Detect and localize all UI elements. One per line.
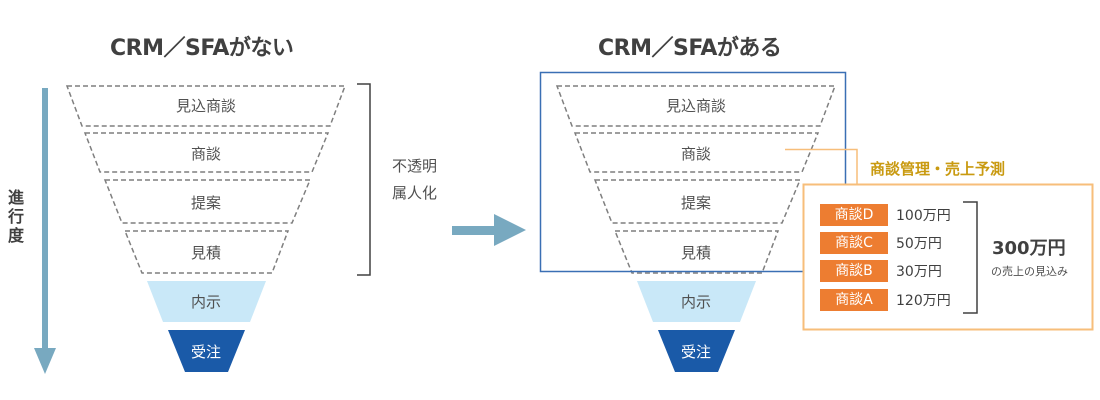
right-stage-label-estimate: 見積: [680, 244, 711, 262]
right-funnel-stage-prospect: [555, 85, 837, 127]
left-stage-label-estimate: 見積: [190, 244, 221, 262]
deal-row: 商談B 30万円: [820, 260, 942, 282]
arrow-right-icon: [452, 214, 526, 246]
left-funnel-stage-estimate: [123, 230, 290, 274]
deal-amount: 50万円: [896, 236, 942, 252]
deal-amount: 100万円: [896, 208, 951, 224]
progress-arrow-down-icon: [34, 88, 56, 374]
right-funnel: [555, 85, 837, 372]
right-panel-title: CRM／SFAがある: [598, 36, 782, 61]
deals-bracket: [963, 201, 978, 314]
left-funnel-stage-informal-order: [147, 281, 266, 322]
right-stage-label-prospect: 見込商談: [665, 97, 726, 115]
left-stage-label-prospect: 見込商談: [175, 97, 236, 115]
progress-axis-label: 進行度: [7, 188, 24, 245]
bracket-note-line-person-dependent: 属人化: [392, 184, 438, 202]
deal-row: 商談C 50万円: [820, 232, 942, 254]
callout-connector: [785, 148, 858, 184]
left-stage-label-order: 受注: [190, 343, 221, 361]
right-funnel-stage-informal-order: [637, 281, 756, 322]
deal-amount: 30万円: [896, 264, 942, 280]
left-stage-label-negotiation: 商談: [190, 145, 221, 163]
right-stage-label-proposal: 提案: [680, 194, 711, 212]
left-stage-label-informal-order: 内示: [190, 293, 221, 311]
left-funnel-stage-proposal: [103, 179, 312, 224]
left-funnel-stage-prospect: [65, 85, 347, 127]
left-panel-title: CRM／SFAがない: [110, 36, 294, 61]
deal-badge: 商談B: [820, 260, 888, 282]
deal-badge: 商談D: [820, 204, 888, 226]
deal-row: 商談A 120万円: [820, 289, 951, 311]
callout-title: 商談管理・売上予測: [870, 160, 1006, 178]
left-funnel-stage-negotiation: [83, 132, 330, 173]
right-stage-label-negotiation: 商談: [680, 145, 711, 163]
right-funnel-stage-negotiation: [573, 132, 820, 173]
right-stage-label-order: 受注: [680, 343, 711, 361]
forecast-total-caption: の売上の見込み: [991, 265, 1068, 278]
deal-amount: 120万円: [896, 293, 951, 309]
bracket-note: 不透明 属人化: [392, 153, 437, 207]
left-stage-label-proposal: 提案: [190, 194, 221, 212]
deal-badge: 商談A: [820, 289, 888, 311]
crm-highlight-box: [539, 71, 847, 273]
right-funnel-stage-proposal: [593, 179, 802, 224]
left-funnel-stage-order: [168, 330, 245, 372]
right-stage-label-informal-order: 内示: [680, 293, 711, 311]
deal-badge: 商談C: [820, 232, 888, 254]
left-funnel: [65, 85, 347, 372]
right-funnel-stage-order: [658, 330, 735, 372]
right-funnel-stage-estimate: [613, 230, 780, 274]
deal-row: 商談D 100万円: [820, 204, 951, 226]
left-bracket: [357, 83, 371, 276]
forecast-total: 300万円: [992, 238, 1066, 259]
bracket-note-line-opaque: 不透明: [392, 157, 438, 175]
